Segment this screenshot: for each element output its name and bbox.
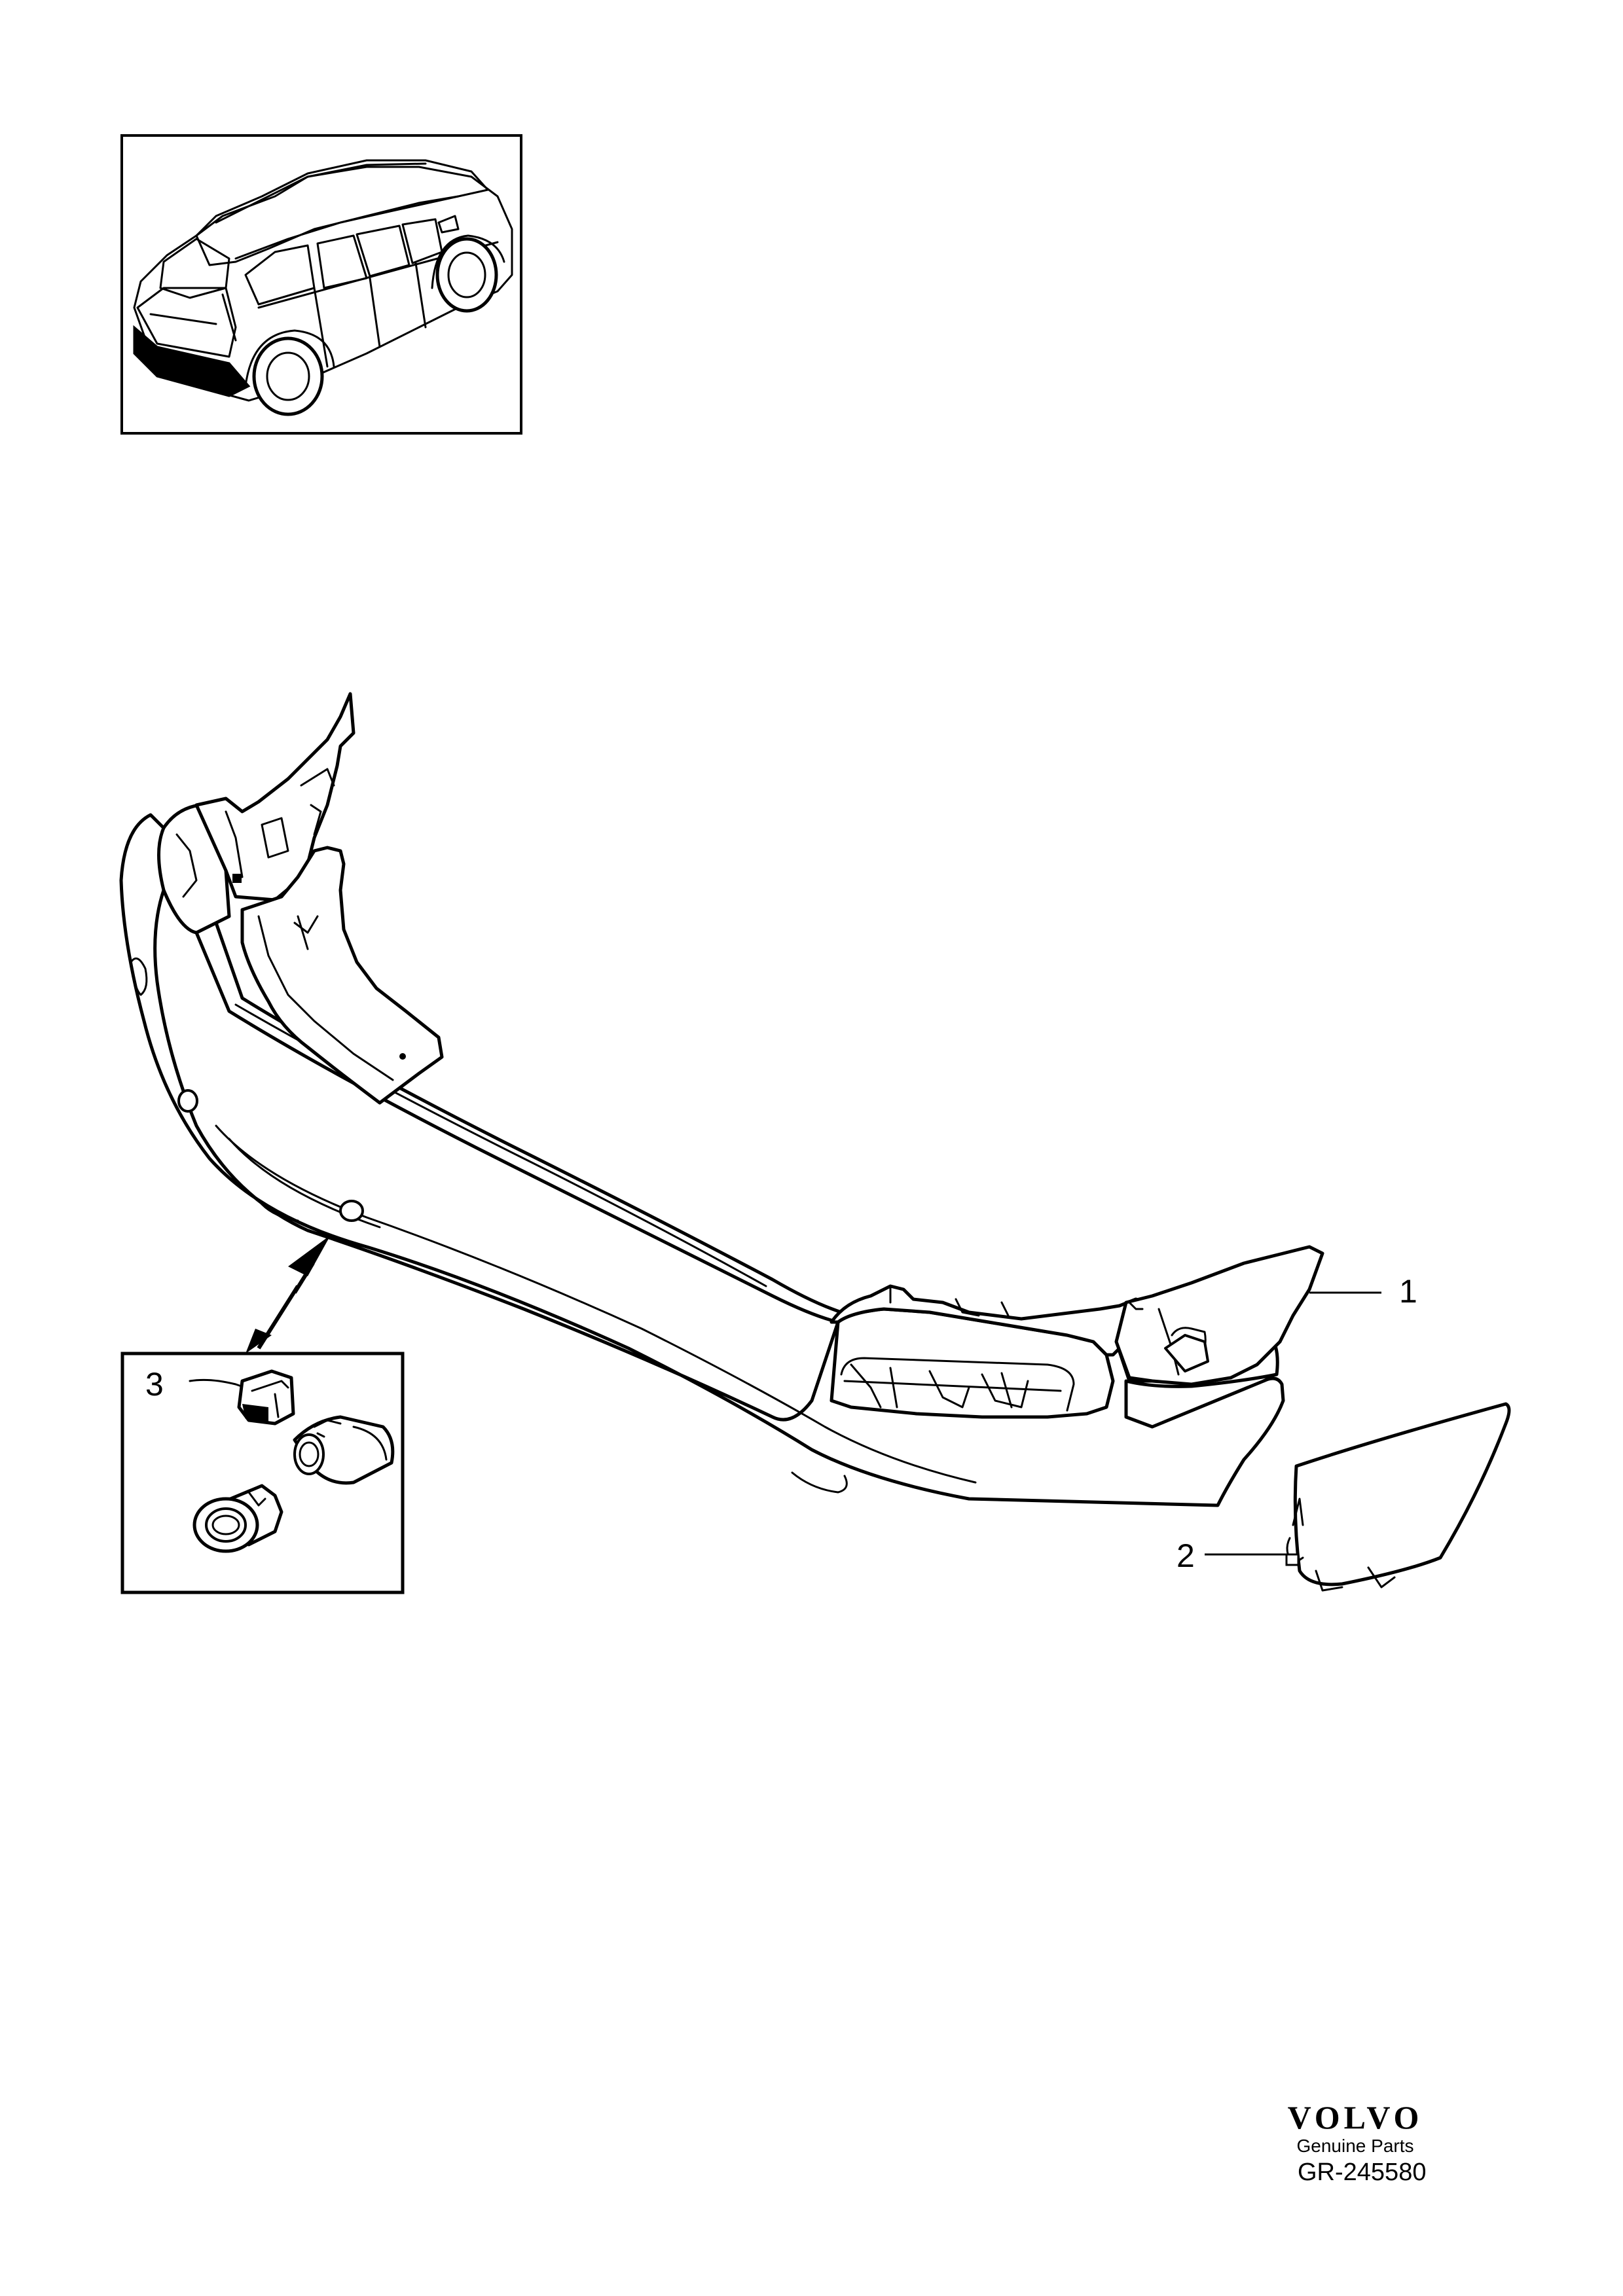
callout-2-label: 2	[1176, 1537, 1195, 1574]
document-id: GR-245580	[1298, 2159, 1427, 2186]
callout-3-label: 3	[145, 1366, 164, 1403]
end-cover-body	[1293, 1402, 1511, 1587]
volvo-logo: VOLVO	[1287, 2099, 1423, 2136]
bumper-end-cover	[1285, 1402, 1511, 1592]
sensor-kit-inset	[120, 1352, 405, 1594]
vehicle-overview-inset	[120, 134, 522, 435]
bumper-lower-edge	[215, 1124, 977, 1484]
rear-bumper-cover	[119, 692, 1324, 1507]
brand-block: VOLVO Genuine Parts	[1257, 2100, 1453, 2157]
left-wheel-arch-flap	[240, 846, 444, 1105]
sensor-cable	[189, 1378, 250, 1390]
sensor-location-arrow	[246, 1235, 331, 1354]
callout-1-label: 1	[1399, 1273, 1417, 1310]
sensor-holder	[293, 1415, 395, 1485]
sensor-bezel	[192, 1484, 283, 1553]
bumper-top-ridge	[194, 931, 840, 1324]
suv-rear-view-illustration	[133, 159, 513, 416]
sensor-connector	[237, 1369, 295, 1426]
right-end-bracket	[1114, 1245, 1324, 1386]
brand-tagline: Genuine Parts	[1296, 2136, 1414, 2156]
